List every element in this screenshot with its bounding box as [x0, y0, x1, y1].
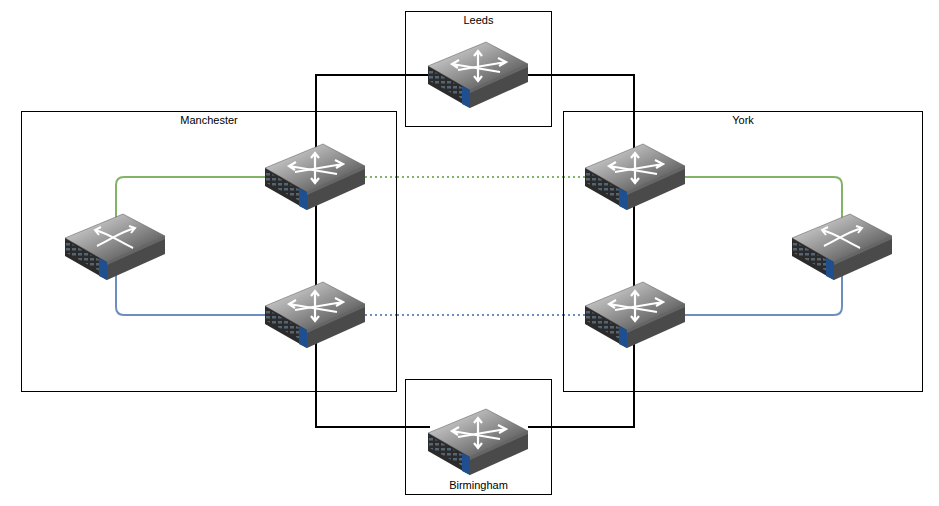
wire: [633, 200, 635, 300]
network-link: [316, 75, 405, 111]
blue-link: [660, 265, 842, 315]
blue-link: [116, 265, 290, 315]
site-label: Birmingham: [445, 477, 512, 494]
router-icon: [585, 282, 685, 348]
router-icon: [428, 42, 528, 108]
network-link: [552, 75, 634, 111]
router-icon: [585, 144, 685, 210]
site-box: Leeds: [405, 11, 552, 127]
site-box: York: [563, 111, 923, 392]
network-link: [552, 392, 634, 427]
site-box: Manchester: [21, 111, 397, 392]
site-label: Leeds: [460, 12, 498, 29]
wire: [405, 74, 430, 76]
wire: [528, 426, 551, 428]
wire: [528, 74, 551, 76]
site-box: Birmingham: [405, 379, 552, 495]
wire: [633, 340, 635, 391]
wire: [315, 340, 317, 391]
site-label: Manchester: [176, 112, 241, 129]
switch-icon: [792, 214, 892, 280]
site-label: York: [728, 112, 758, 129]
router-icon: [428, 409, 528, 475]
router-icon: [265, 144, 365, 210]
green-link: [116, 177, 290, 225]
wire: [405, 426, 430, 428]
router-icon: [265, 282, 365, 348]
network-link: [397, 176, 563, 178]
switch-icon: [65, 214, 165, 280]
network-link: [397, 314, 563, 316]
green-link: [660, 177, 842, 225]
network-link: [316, 392, 405, 427]
